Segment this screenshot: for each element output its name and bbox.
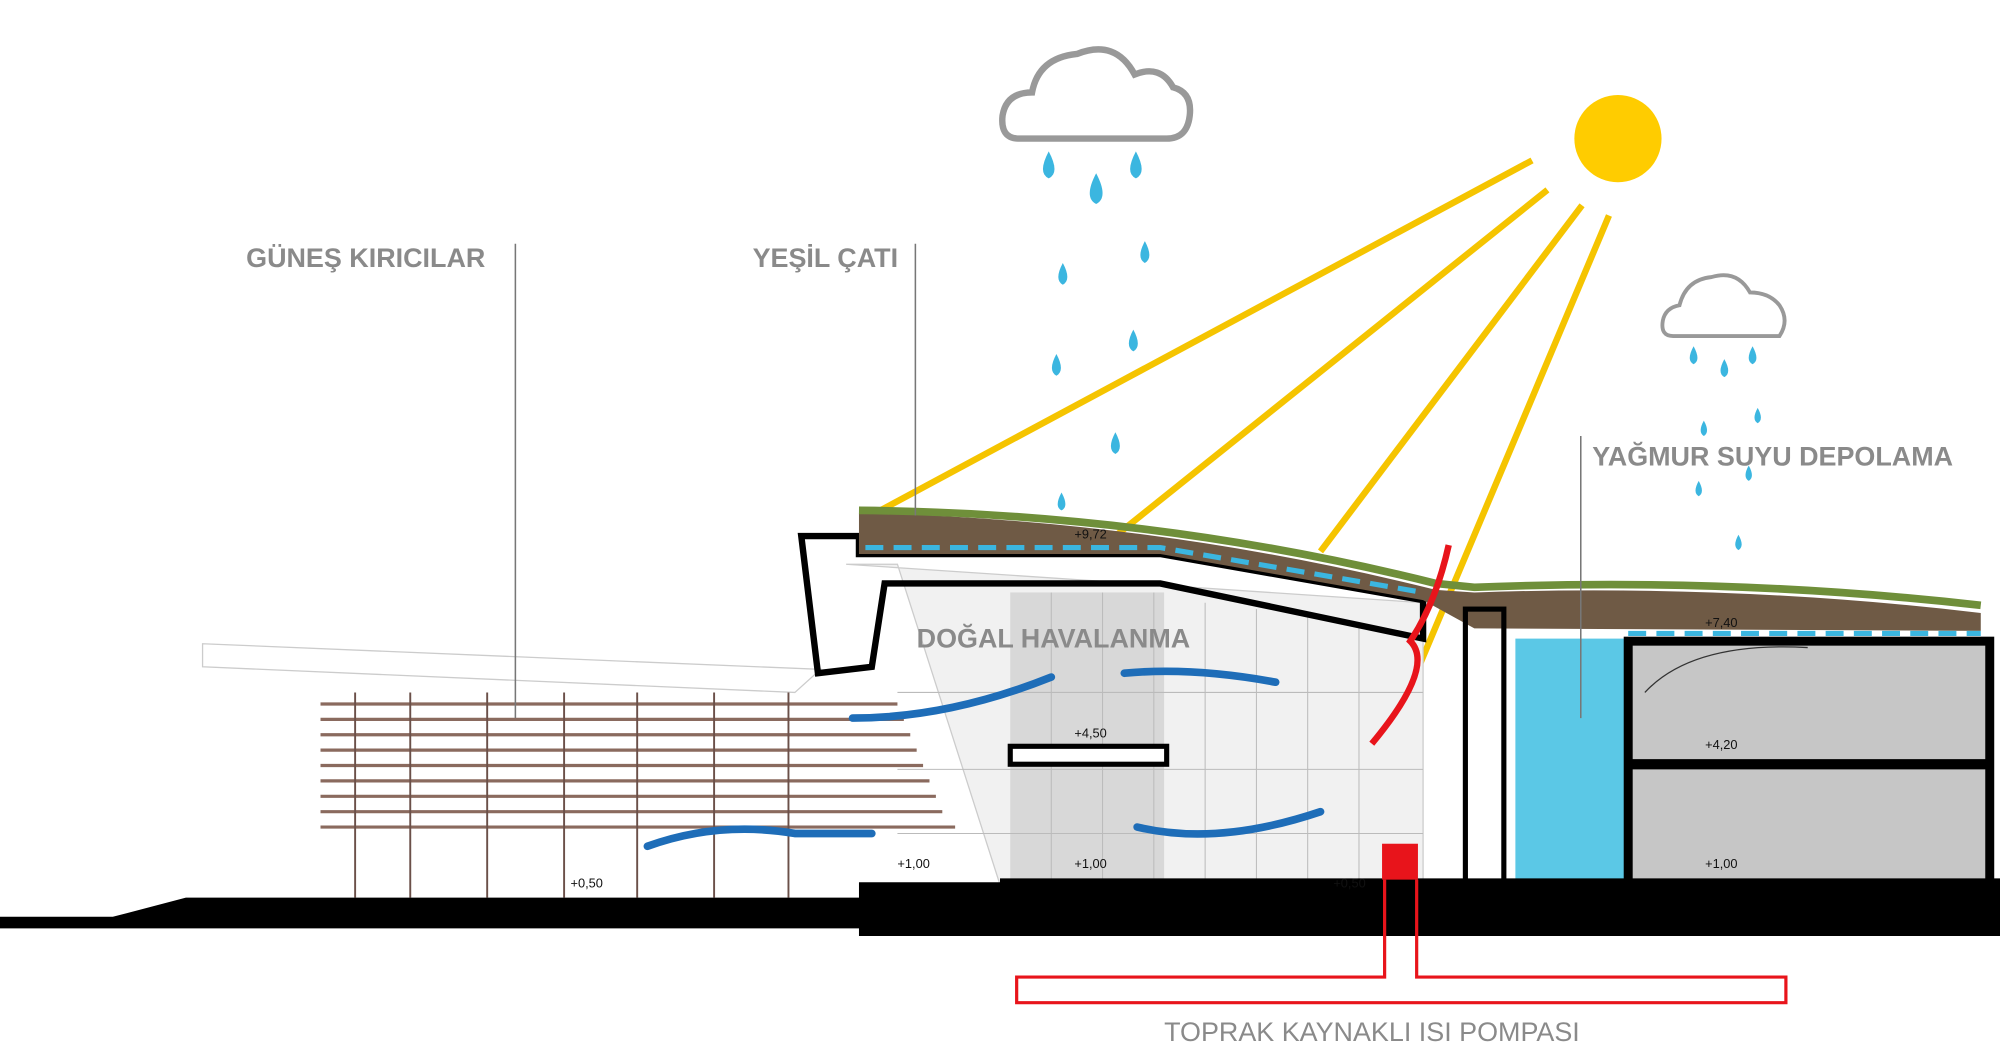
elevation-markers: +0,50 +1,00 +1,00 +4,50 +0,50 +9,72 +7,4…: [571, 527, 1738, 891]
roof-structure: [797, 506, 1982, 901]
rain-drops: [1042, 151, 1761, 551]
leader-lines: [514, 243, 1582, 719]
label-sun-breakers: GÜNEŞ KIRICILAR: [246, 243, 485, 273]
elevation-label: +7,40: [1705, 615, 1737, 630]
elevation-label: +1,00: [897, 856, 929, 871]
ground-slab: [0, 878, 2000, 937]
cloud-small-icon: [1660, 273, 1787, 338]
rainwater-tank: [1515, 638, 1629, 880]
label-green-roof: YEŞİL ÇATI: [753, 243, 899, 273]
cloud-icon: [999, 46, 1194, 142]
building-hall: [846, 563, 1424, 886]
elevation-label: +0,50: [571, 875, 603, 890]
elevation-label: +4,20: [1705, 737, 1737, 752]
label-heat-pump: TOPRAK KAYNAKLI ISI POMPASI: [1164, 1017, 1580, 1047]
elevation-label: +4,50: [1074, 725, 1106, 740]
sun-breakers: [201, 643, 956, 898]
elevation-label: +9,72: [1074, 527, 1106, 542]
right-building: [1623, 636, 1995, 890]
heat-rise-arrow: [1369, 544, 1452, 746]
label-natural-ventilation: DOĞAL HAVALANMA: [917, 623, 1191, 654]
elevation-label: +1,00: [1705, 856, 1737, 871]
elevation-label: +1,00: [1074, 856, 1106, 871]
ground-source-heat-pump: [1015, 843, 1788, 1005]
sun-icon: [1574, 95, 1662, 183]
airflow-arrows: [643, 667, 1325, 851]
label-rainwater-storage: YAĞMUR SUYU DEPOLAMA: [1592, 441, 1953, 472]
elevation-label: +0,50: [1333, 875, 1365, 890]
